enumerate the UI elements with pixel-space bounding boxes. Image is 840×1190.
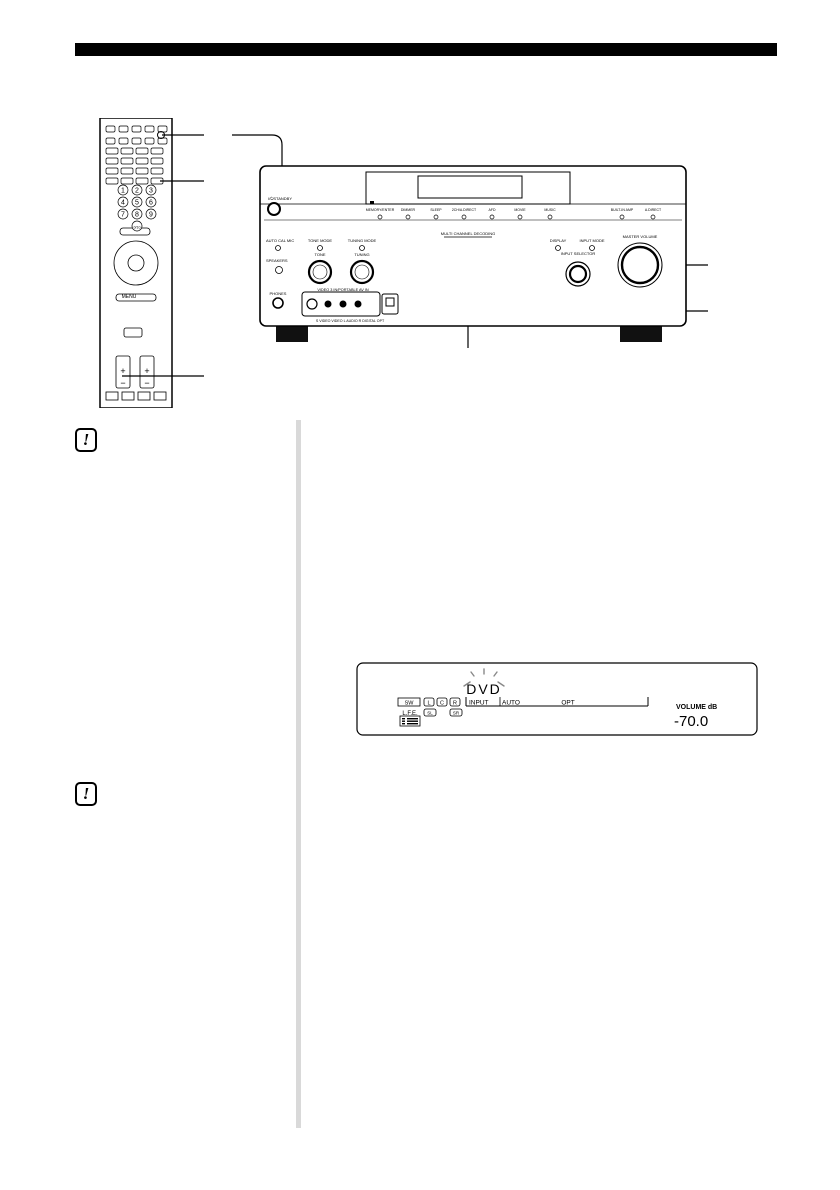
phones-label: PHONES bbox=[270, 291, 287, 296]
remote-button bbox=[118, 125, 129, 133]
remote-number-key bbox=[131, 196, 143, 208]
remote-number-key bbox=[145, 184, 157, 196]
remote-number-label: 6 bbox=[149, 200, 153, 207]
remote-button bbox=[150, 147, 164, 155]
remote-number-label: 2 bbox=[135, 188, 139, 195]
multi-channel-label: MULTI CHANNEL DECODING bbox=[441, 231, 495, 236]
remote-button bbox=[105, 177, 119, 185]
remote-button bbox=[144, 125, 155, 133]
remote-button bbox=[120, 167, 134, 175]
remote-button bbox=[105, 157, 119, 165]
built-in-amp-label: BUILT-IN AMP bbox=[611, 208, 634, 212]
remote-button bbox=[105, 125, 116, 133]
sw-indicator: SW bbox=[405, 701, 415, 707]
remote-button bbox=[120, 157, 134, 165]
remote-number-key bbox=[145, 196, 157, 208]
remote-button bbox=[135, 167, 149, 175]
remote-button bbox=[135, 147, 149, 155]
display-label: DISPLAY bbox=[550, 238, 567, 243]
speakers-label: SPEAKERS bbox=[266, 258, 288, 263]
auto-cal-label: AUTO CAL MIC bbox=[266, 238, 294, 243]
remote-button bbox=[135, 157, 149, 165]
remote-number-label: 3 bbox=[149, 188, 153, 195]
remote-button bbox=[135, 177, 149, 185]
receiver-indicator-label: AFD bbox=[489, 208, 496, 212]
remote-number-key bbox=[117, 184, 129, 196]
receiver-front-panel: I/⏻STANDBY MEMORY/ENTER DIMMER SLEEP 2CH/A.… bbox=[259, 165, 687, 342]
remote-number-key bbox=[131, 220, 143, 232]
remote-number-key bbox=[117, 208, 129, 220]
caution-icon: ! bbox=[75, 428, 97, 452]
remote-number-key bbox=[131, 208, 143, 220]
remote-number-key bbox=[131, 184, 143, 196]
remote-number-key bbox=[117, 196, 129, 208]
power-standby-label: I/⏻STANDBY bbox=[268, 196, 292, 201]
receiver-indicator-led bbox=[517, 214, 523, 220]
remote-button bbox=[150, 167, 164, 175]
input-mode-label: INPUT MODE bbox=[579, 238, 604, 243]
channel-l: L bbox=[427, 701, 430, 707]
remote-button bbox=[118, 137, 129, 145]
tuning-mode-label: TUNING MODE bbox=[348, 238, 377, 243]
remote-number-label: 1 bbox=[121, 188, 125, 195]
tone-mode-label: TONE MODE bbox=[308, 238, 332, 243]
receiver-indicator-label: MEMORY/ENTER bbox=[366, 208, 395, 212]
caution-icon: ! bbox=[75, 782, 97, 806]
tone-label: TONE bbox=[314, 252, 325, 257]
input-selector-label: INPUT SELECTOR bbox=[561, 251, 596, 256]
remote-number-label: 7 bbox=[121, 212, 125, 219]
master-volume-label: MASTER VOLUME bbox=[623, 234, 658, 239]
remote-button bbox=[131, 125, 142, 133]
volume-label: VOLUME dB bbox=[676, 704, 717, 711]
remote-button bbox=[105, 167, 119, 175]
auto-indicator: AUTO bbox=[502, 700, 520, 707]
tuning-label: TUNING bbox=[354, 252, 369, 257]
a-direct-label: A.DIRECT bbox=[645, 208, 662, 212]
video-in-label: VIDEO 3 IN/PORTABLE AV IN bbox=[317, 288, 369, 292]
remote-button bbox=[105, 137, 116, 145]
header-bar bbox=[75, 43, 777, 56]
receiver-indicator-label: MUSIC bbox=[544, 208, 556, 212]
receiver-indicator-led bbox=[377, 214, 383, 220]
column-divider bbox=[296, 420, 301, 1128]
channel-c: C bbox=[440, 701, 444, 707]
receiver-indicator-label: MOVIE bbox=[514, 208, 526, 212]
remote-button bbox=[150, 157, 164, 165]
channel-sr: SR bbox=[453, 711, 460, 716]
remote-button bbox=[105, 147, 119, 155]
remote-control-illustration: MENU 1 2 3 4 5 6 7 8 9 0/10 + − + − bbox=[99, 118, 173, 408]
receiver-indicator-led bbox=[461, 214, 467, 220]
remote-number-label: 5 bbox=[135, 200, 139, 207]
display-source-text: DVD bbox=[466, 681, 502, 697]
volume-value: -70.0 bbox=[674, 713, 708, 730]
receiver-indicator-led bbox=[547, 214, 553, 220]
remote-menu-label: MENU bbox=[122, 294, 137, 300]
remote-number-label: 8 bbox=[135, 212, 139, 219]
remote-button bbox=[144, 137, 155, 145]
receiver-indicator-led bbox=[405, 214, 411, 220]
remote-number-label: 9 bbox=[149, 212, 153, 219]
receiver-indicator-label: SLEEP bbox=[430, 208, 442, 212]
remote-button bbox=[131, 137, 142, 145]
jacks-label: S VIDEO VIDEO L AUDIO R DIGITAL OPT bbox=[316, 319, 385, 323]
receiver-indicator-led bbox=[489, 214, 495, 220]
svg-text:+: + bbox=[120, 366, 125, 376]
remote-number-key bbox=[145, 208, 157, 220]
channel-r: R bbox=[453, 701, 457, 707]
svg-text:+: + bbox=[144, 366, 149, 376]
svg-text:−: − bbox=[144, 378, 149, 388]
remote-button bbox=[120, 147, 134, 155]
remote-number-label: 4 bbox=[121, 200, 125, 207]
receiver-indicator-label: DIMMER bbox=[401, 208, 416, 212]
channel-sl: SL bbox=[427, 711, 433, 716]
input-indicator: INPUT bbox=[469, 700, 489, 707]
front-display-illustration: DVD SW L C R SL SR L.F.E. INPUT AUTO OPT… bbox=[356, 662, 758, 736]
opt-indicator: OPT bbox=[561, 700, 574, 707]
receiver-indicator-label: 2CH/A.DIRECT bbox=[452, 208, 477, 212]
remote-button bbox=[120, 177, 134, 185]
receiver-indicator-led bbox=[433, 214, 439, 220]
remote-number-label: 0/10 bbox=[134, 226, 141, 230]
svg-text:−: − bbox=[120, 378, 125, 388]
lfe-indicator: L.F.E. bbox=[402, 711, 418, 717]
